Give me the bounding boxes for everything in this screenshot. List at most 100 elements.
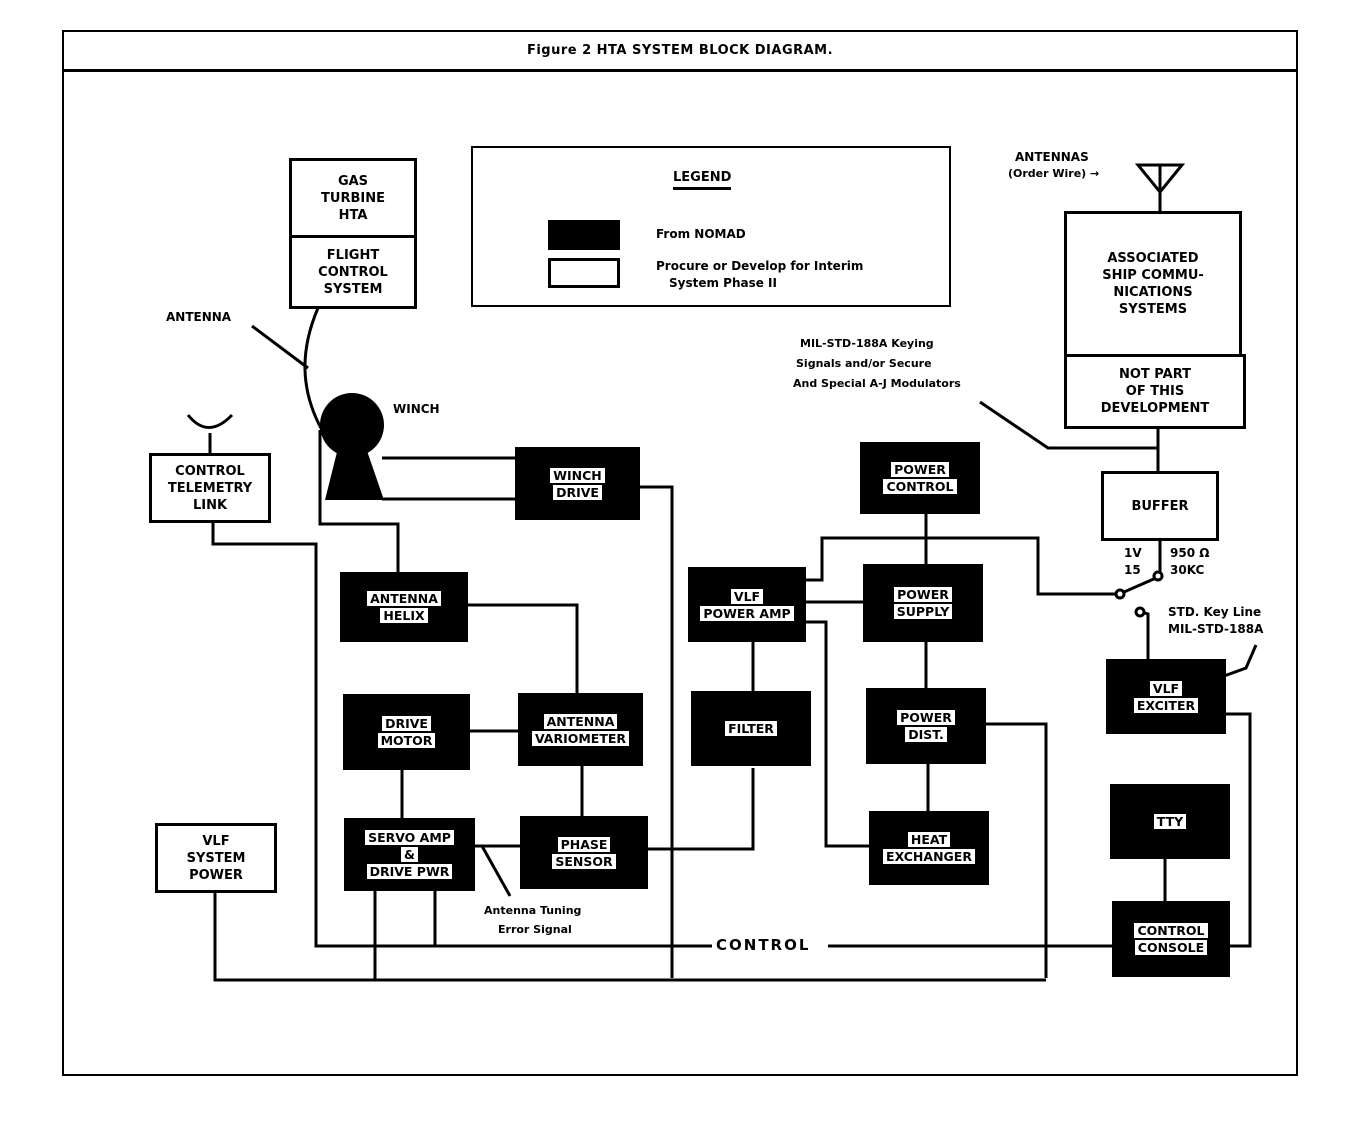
block-vlf-system-power: VLF SYSTEM POWER [155, 823, 277, 893]
label-antennas-1: ANTENNAS [1015, 150, 1089, 164]
block-filter: FILTER [691, 691, 811, 766]
switch-contact-b [1152, 570, 1164, 582]
helix-to-variometer [468, 603, 579, 695]
block-line: FILTER [725, 721, 777, 736]
block-drive-motor: DRIVE MOTOR [343, 694, 470, 770]
block-buffer: BUFFER [1101, 471, 1219, 541]
block-gas-turbine: GAS TURBINE HTA [289, 158, 417, 238]
block-line: TTY [1153, 814, 1187, 829]
block-line: FLIGHT [326, 247, 380, 263]
switch-to-exciter [1141, 610, 1150, 660]
label-buffer-ohm: 950 Ω [1170, 546, 1210, 560]
block-line: VLF [730, 588, 764, 604]
block-line: CONSOLE [1134, 940, 1208, 955]
block-line: TELEMETRY [167, 480, 253, 496]
figure-frame: Figure 2 HTA SYSTEM BLOCK DIAGRAM. [62, 30, 1298, 1076]
switch-contact-c [1134, 606, 1146, 618]
block-antenna-helix: ANTENNA HELIX [340, 572, 468, 642]
block-line: ANTENNA [367, 591, 441, 606]
block-flight-control: FLIGHT CONTROL SYSTEM [289, 235, 417, 309]
block-line: POWER [189, 867, 243, 883]
block-line: PHASE [557, 836, 611, 852]
block-power-supply: POWER SUPPLY [863, 564, 983, 642]
label-std-key-2: MIL-STD-188A [1168, 622, 1264, 636]
block-line: BUFFER [1131, 498, 1189, 514]
amp-to-buffer-switch [805, 536, 1116, 596]
block-line: EXCHANGER [883, 849, 975, 864]
block-line: POWER [891, 462, 949, 477]
block-line: CONTROL [175, 463, 245, 479]
block-line: VARIOMETER [531, 730, 630, 746]
block-winch-drive: WINCH DRIVE [515, 447, 640, 520]
block-line: VLF [1149, 680, 1183, 696]
block-line: TURBINE [321, 190, 385, 206]
dist-to-power-bus [986, 722, 1048, 978]
block-line: SERVO AMP [365, 830, 454, 845]
winch-drive-power [640, 485, 674, 978]
switch-arm [1123, 576, 1157, 594]
block-line: ASSOCIATED [1107, 251, 1199, 266]
block-line: & [401, 847, 418, 862]
legend-label-procure-1: Procure or Develop for Interim [656, 259, 864, 273]
figure-title-bar: Figure 2 HTA SYSTEM BLOCK DIAGRAM. [64, 32, 1296, 72]
block-line: SYSTEM [323, 281, 383, 297]
switch-contact-a [1114, 588, 1126, 600]
legend-title: LEGEND [673, 170, 732, 190]
block-line: DRIVE PWR [366, 864, 453, 879]
block-line: DEVELOPMENT [1100, 401, 1210, 416]
block-phase-sensor: PHASE SENSOR [520, 816, 648, 889]
block-line: WINCH [550, 467, 605, 483]
block-line: POWER AMP [700, 605, 794, 621]
label-mil-std-1: MIL-STD-188A Keying [800, 337, 934, 350]
legend: LEGEND From NOMAD Procure or Develop for… [471, 146, 951, 307]
block-servo-amp: SERVO AMP & DRIVE PWR [344, 818, 475, 891]
label-buffer-15: 15 [1124, 563, 1141, 577]
block-line: DRIVE [553, 484, 602, 500]
block-control-telemetry: CONTROL TELEMETRY LINK [149, 453, 271, 523]
block-line: HEAT [907, 832, 951, 847]
block-line: SYSTEMS [1118, 302, 1188, 317]
block-tty: TTY [1110, 784, 1230, 859]
std-key-pointer [1223, 644, 1258, 678]
block-line: CONTROL [883, 479, 957, 494]
block-line: SUPPLY [893, 604, 953, 619]
block-line: SHIP COMMU- [1102, 268, 1204, 283]
block-associated-ship: ASSOCIATED SHIP COMMU- NICATIONS SYSTEMS [1064, 211, 1242, 357]
block-power-dist: POWER DIST. [866, 688, 986, 764]
label-antenna: ANTENNA [166, 310, 232, 324]
legend-label-nomad: From NOMAD [656, 227, 746, 241]
block-control-console: CONTROL CONSOLE [1112, 901, 1230, 977]
mil-std-pointer [979, 400, 1158, 450]
label-buffer-1v: 1V [1124, 546, 1142, 560]
block-line: POWER [897, 710, 955, 725]
block-line: ANTENNA [543, 713, 618, 729]
block-vlf-exciter: VLF EXCITER [1106, 659, 1226, 734]
label-buffer-30kc: 30KC [1170, 563, 1205, 577]
label-control-bus: CONTROL [716, 936, 811, 954]
antenna-cable [303, 307, 324, 431]
winch-icon [320, 393, 384, 500]
legend-label-procure-2: System Phase II [669, 276, 777, 290]
block-line: OF THIS [1125, 384, 1185, 399]
block-vlf-power-amp: VLF POWER AMP [688, 567, 806, 642]
block-line: DRIVE [382, 716, 431, 731]
block-line: DIST. [905, 727, 947, 742]
legend-swatch-procure [548, 258, 620, 288]
label-std-key-1: STD. Key Line [1168, 605, 1262, 619]
label-winch: WINCH [393, 402, 440, 416]
block-line: CONTROL [1134, 923, 1208, 938]
block-line: NICATIONS [1113, 285, 1193, 300]
power-bus [213, 890, 1046, 982]
block-line: MOTOR [377, 733, 436, 748]
telemetry-to-control [211, 523, 712, 948]
block-line: LINK [192, 497, 228, 513]
label-mil-std-2: Signals and/or Secure [796, 357, 932, 370]
figure-title: Figure 2 HTA SYSTEM BLOCK DIAGRAM. [526, 43, 834, 58]
block-line: CONTROL [318, 264, 388, 280]
block-line: NOT PART [1118, 367, 1191, 382]
block-line: EXCITER [1133, 697, 1199, 713]
label-antennas-2: (Order Wire) → [1008, 167, 1100, 180]
block-antenna-variometer: ANTENNA VARIOMETER [518, 693, 643, 766]
block-not-part: NOT PART OF THIS DEVELOPMENT [1064, 354, 1246, 429]
